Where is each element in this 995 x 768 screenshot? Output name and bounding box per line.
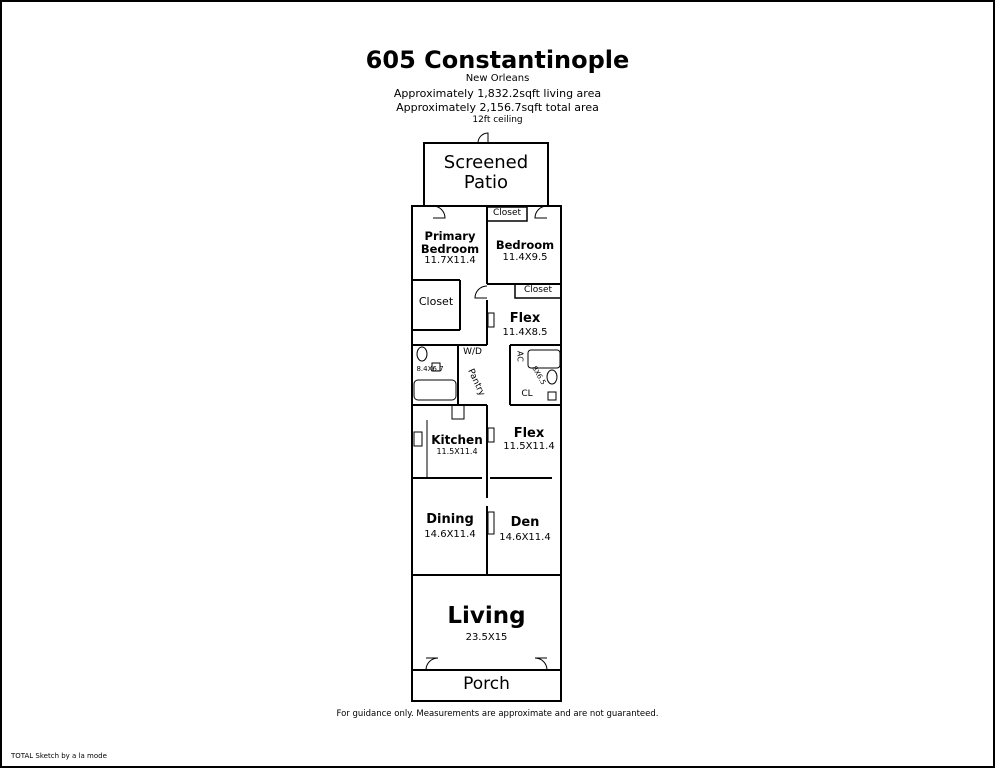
wd-label: W/D bbox=[463, 347, 482, 357]
flex-upper-label: Flex bbox=[509, 311, 541, 326]
page-title: 605 Constantinople bbox=[365, 46, 630, 74]
den-label: Den bbox=[510, 515, 540, 530]
kitchen-dims: 11.5X11.4 bbox=[436, 447, 478, 456]
cl-label: CL bbox=[521, 389, 533, 399]
fridge bbox=[451, 404, 465, 420]
closet-mid-label: Closet bbox=[523, 285, 553, 295]
tub-left bbox=[413, 379, 457, 401]
door-swing-3 bbox=[474, 285, 488, 299]
city-label: New Orleans bbox=[465, 73, 530, 84]
flex-lower-dims: 11.5X11.4 bbox=[503, 441, 555, 452]
tub-right bbox=[527, 349, 561, 369]
door-swing-5 bbox=[534, 657, 548, 671]
living-dims: 23.5X15 bbox=[465, 632, 508, 643]
screened-patio-label: Screened Patio bbox=[443, 152, 529, 193]
sink-left bbox=[431, 362, 441, 372]
toilet-right bbox=[546, 369, 558, 385]
wall-unit-2 bbox=[487, 427, 495, 443]
total-area-label: Approximately 2,156.7sqft total area bbox=[396, 101, 599, 114]
closet-top-box bbox=[486, 206, 528, 222]
bedroom-dims: 11.4X9.5 bbox=[502, 252, 548, 263]
closet-mid-box bbox=[514, 283, 562, 299]
closet-left-label: Closet bbox=[418, 295, 454, 308]
disclaimer: For guidance only. Measurements are appr… bbox=[336, 709, 659, 719]
primary-bedroom-dims: 11.7X11.4 bbox=[424, 255, 476, 266]
den-dims: 14.6X11.4 bbox=[499, 532, 551, 543]
credit: TOTAL Sketch by a la mode bbox=[11, 752, 107, 760]
porch-label: Porch bbox=[463, 674, 510, 694]
living-area-label: Approximately 1,832.2sqft living area bbox=[393, 87, 602, 100]
door-swing-4 bbox=[425, 657, 439, 671]
primary-bedroom-label: Primary Bedroom bbox=[420, 229, 480, 256]
closet-top-label: Closet bbox=[492, 208, 522, 218]
dining-label: Dining bbox=[426, 512, 474, 527]
kitchen-label: Kitchen bbox=[431, 433, 483, 447]
wall-unit-1 bbox=[487, 312, 495, 328]
toilet-left bbox=[416, 346, 428, 362]
door-swing-2 bbox=[534, 205, 548, 219]
dining-dims: 14.6X11.4 bbox=[424, 529, 476, 540]
bedroom-label: Bedroom bbox=[495, 238, 555, 252]
fireplace bbox=[487, 511, 495, 535]
bath-left-dims: 8.4X6.7 bbox=[416, 365, 444, 373]
ac-label: AC bbox=[515, 350, 525, 362]
ceiling-label: 12ft ceiling bbox=[472, 115, 523, 125]
door-swing-1 bbox=[432, 205, 446, 219]
flex-upper-dims: 11.4X8.5 bbox=[502, 327, 548, 338]
flex-lower-label: Flex bbox=[513, 426, 545, 441]
stove bbox=[413, 431, 423, 447]
door-swing-6 bbox=[477, 132, 489, 144]
sink-right bbox=[547, 391, 557, 401]
living-label: Living bbox=[447, 603, 526, 629]
